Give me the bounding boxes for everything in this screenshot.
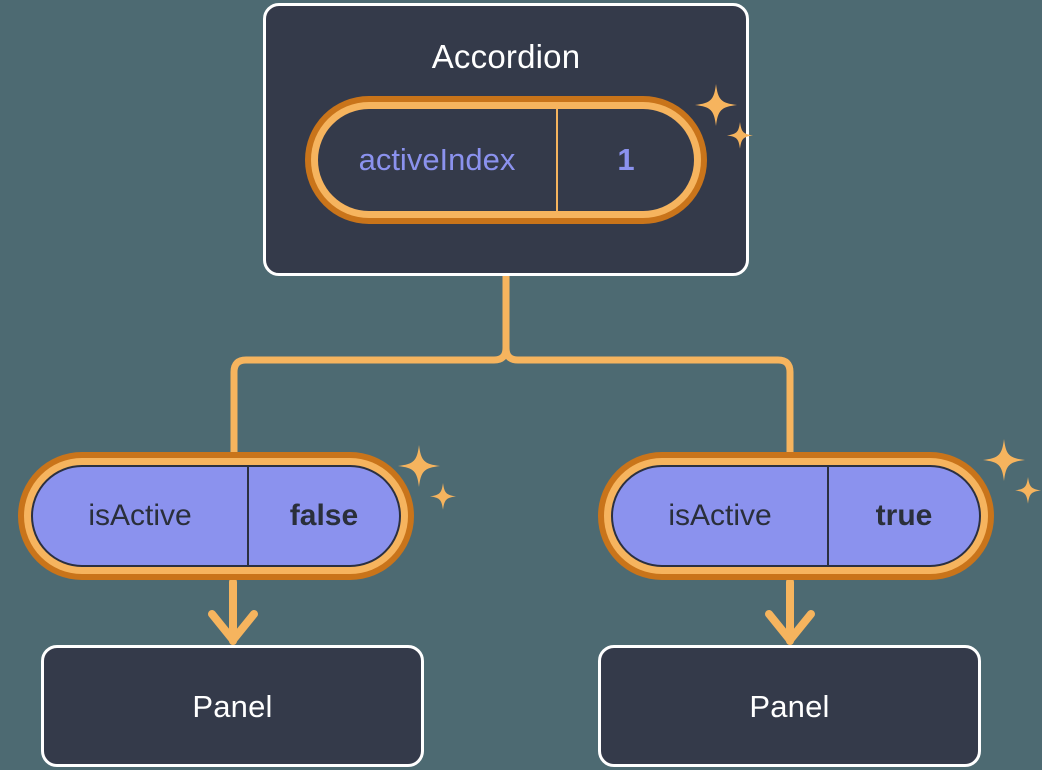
- state-pill-ring: isActive true: [604, 458, 988, 574]
- state-pill-key: activeIndex: [318, 109, 558, 211]
- state-pill-is-active-right[interactable]: isActive true: [598, 452, 994, 580]
- state-pill-key: isActive: [33, 467, 249, 565]
- state-pill-body: activeIndex 1: [318, 109, 694, 211]
- state-pill-value: 1: [617, 142, 635, 177]
- sparkle-four-point-small-icon: [430, 483, 456, 510]
- panel-component-card-right[interactable]: Panel: [598, 645, 981, 767]
- panel-title: Panel: [749, 688, 830, 724]
- state-pill-active-index[interactable]: activeIndex 1: [305, 96, 707, 224]
- sparkle-four-point-icon: [983, 439, 1025, 481]
- connector-branch-path: [230, 272, 510, 456]
- state-pill-body: isActive false: [31, 465, 401, 567]
- connector-branch-path-right: [502, 272, 794, 456]
- state-pill-value: false: [289, 499, 359, 532]
- state-pill-ring: isActive false: [24, 458, 408, 574]
- panel-component-card-left[interactable]: Panel: [41, 645, 424, 767]
- sparkle-four-point-small-icon: [1015, 477, 1041, 504]
- accordion-title: Accordion: [431, 38, 581, 75]
- arrow-down-left: [208, 578, 258, 645]
- state-pill-is-active-left[interactable]: isActive false: [18, 452, 414, 580]
- panel-title: Panel: [192, 688, 273, 724]
- state-pill-ring: activeIndex 1: [311, 102, 701, 218]
- sparkle-four-point-icon: [398, 445, 440, 487]
- arrow-down-right: [765, 578, 815, 645]
- state-pill-value: true: [875, 499, 933, 532]
- state-pill-key: isActive: [613, 467, 829, 565]
- state-pill-body: isActive true: [611, 465, 981, 567]
